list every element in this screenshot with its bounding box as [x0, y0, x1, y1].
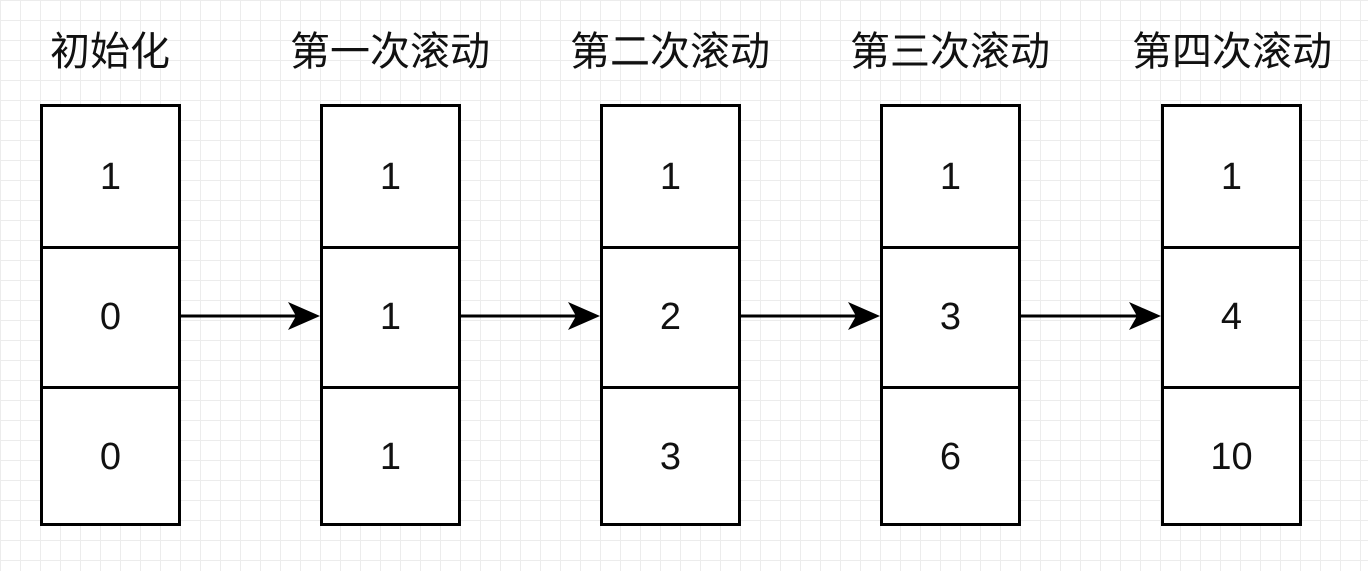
cell-divider: [323, 386, 458, 389]
array-cell: 3: [659, 435, 682, 478]
cell-divider: [603, 246, 738, 249]
cell-divider: [603, 386, 738, 389]
arrow-step-2-to-step-3: [741, 302, 880, 330]
array-cell: 2: [659, 295, 682, 338]
array-cell: 1: [379, 155, 402, 198]
array-cell: 6: [939, 435, 962, 478]
array-cell: 4: [1220, 295, 1243, 338]
column-title-step-4: 第四次滚动: [1132, 29, 1332, 75]
cell-divider: [1164, 386, 1299, 389]
array-cell: 3: [939, 295, 962, 338]
array-cell: 1: [99, 155, 122, 198]
cell-divider: [323, 246, 458, 249]
cell-divider: [43, 246, 178, 249]
column-title-step-1: 第一次滚动: [290, 29, 490, 75]
array-column-init: 1 0 0: [40, 104, 181, 526]
array-cell: 1: [659, 155, 682, 198]
array-cell: 1: [1220, 155, 1243, 198]
array-cell: 0: [99, 435, 122, 478]
cell-divider: [883, 386, 1018, 389]
cell-divider: [1164, 246, 1299, 249]
cell-divider: [883, 246, 1018, 249]
cell-divider: [43, 386, 178, 389]
array-cell: 1: [939, 155, 962, 198]
array-column-step-2: 1 2 3: [600, 104, 741, 526]
column-title-init: 初始化: [50, 29, 170, 75]
array-cell: 0: [99, 295, 122, 338]
column-title-step-2: 第二次滚动: [570, 29, 770, 75]
array-cell: 1: [379, 435, 402, 478]
arrow-step-3-to-step-4: [1021, 302, 1161, 330]
array-column-step-3: 1 3 6: [880, 104, 1021, 526]
array-cell: 10: [1210, 435, 1253, 478]
arrow-step-1-to-step-2: [461, 302, 600, 330]
array-column-step-4: 1 4 10: [1161, 104, 1302, 526]
array-column-step-1: 1 1 1: [320, 104, 461, 526]
column-title-step-3: 第三次滚动: [850, 29, 1050, 75]
array-cell: 1: [379, 295, 402, 338]
arrow-init-to-step-1: [181, 302, 320, 330]
